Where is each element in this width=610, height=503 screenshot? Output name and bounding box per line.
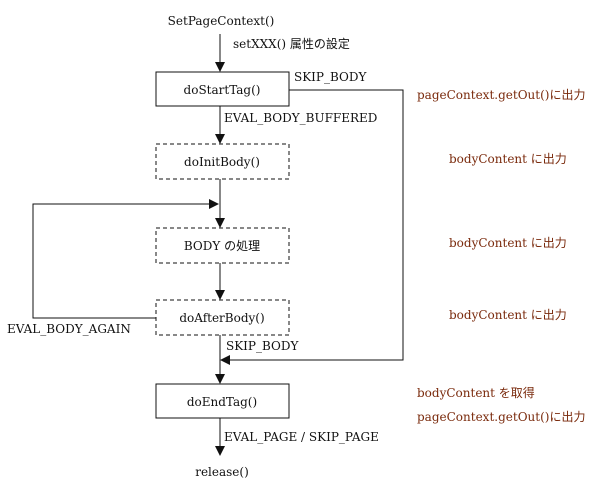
node-do-end-tag [155,383,290,419]
set-attr-label: setXXX() 属性の設定 [233,36,350,51]
note-output-pagecontext-1: pageContext.getOut()に出力 [417,88,585,102]
node-do-end-tag-label: doEndTag() [187,395,257,409]
note-output-bodycontent-3: bodyContent に出力 [449,308,567,322]
start-label: SetPageContext() [168,14,275,28]
node-do-start-tag-label: doStartTag() [184,83,261,97]
note-get-bodycontent: bodyContent を取得 [417,385,535,400]
node-do-start-tag [155,71,290,107]
edge-eval-body-buffered-label: EVAL_BODY_BUFFERED [224,111,377,125]
edge-eval-body-again-loop [32,199,219,319]
node-do-init-body-label: doInitBody() [184,155,260,169]
note-output-bodycontent-1: bodyContent に出力 [449,152,567,166]
node-body-process [155,227,290,264]
node-do-after-body-label: doAfterBody() [179,311,264,325]
edge-skip-body-top-label: SKIP_BODY [294,70,368,84]
note-output-bodycontent-2: bodyContent に出力 [449,236,567,250]
edge-skip-body-bottom-label: SKIP_BODY [226,339,300,353]
node-do-after-body [155,299,290,336]
end-label: release() [195,465,249,479]
edge-eval-body-again-label: EVAL_BODY_AGAIN [7,322,131,336]
edge-eval-page-label: EVAL_PAGE / SKIP_PAGE [224,430,379,444]
node-do-init-body [155,143,290,180]
node-body-process-label: BODY の処理 [184,239,260,253]
note-output-pagecontext-2: pageContext.getOut()に出力 [417,410,585,424]
edge-skip-body-bypass [220,89,404,365]
